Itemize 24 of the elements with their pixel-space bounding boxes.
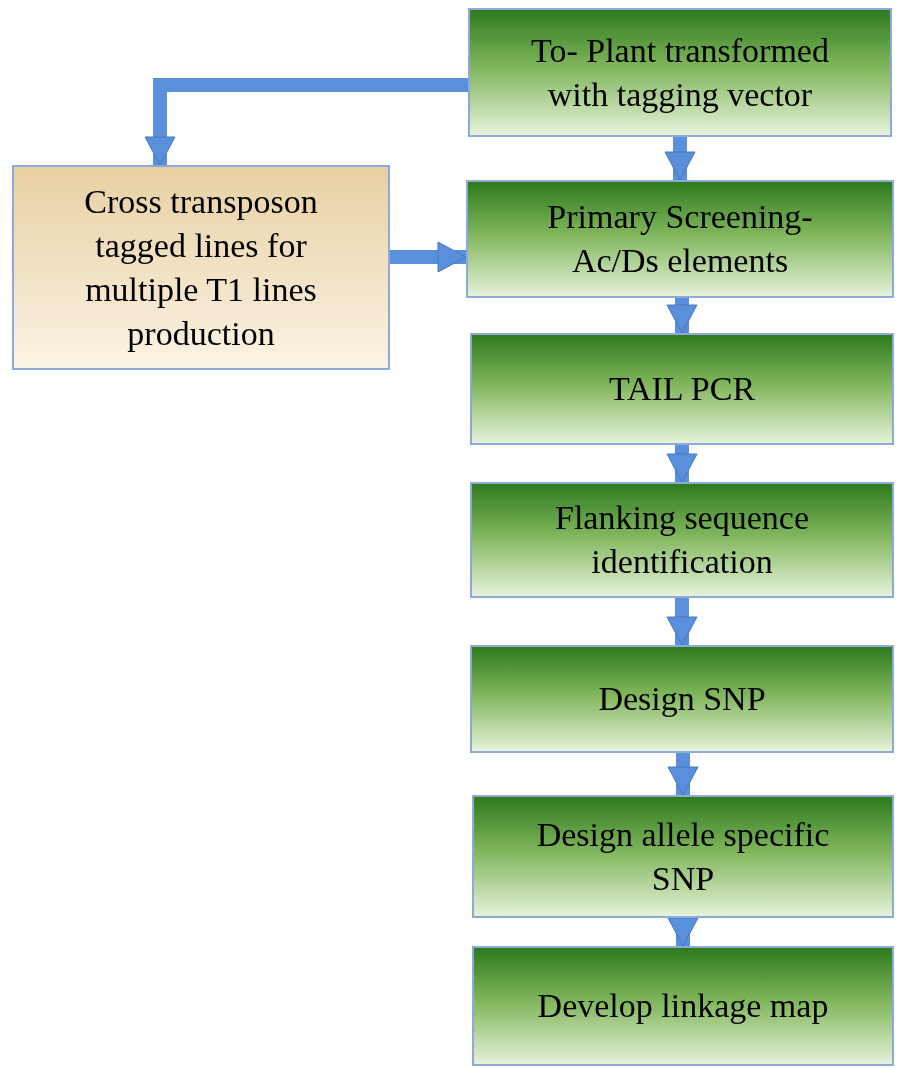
process-box [470,482,894,598]
arrow [666,598,698,646]
process-box [472,795,894,918]
process-box [466,180,894,298]
arrow [390,241,467,273]
box-label: To- Plant transformed with tagging vector [530,30,830,115]
process-box [12,165,390,370]
arrow [666,445,698,483]
process-box [470,645,894,753]
box-label: Flanking sequence identification [554,498,810,582]
box-label: Design allele specific SNP [535,814,831,899]
process-box [468,8,892,137]
arrow [666,298,698,334]
arrow [144,78,468,166]
box-label: TAIL PCR [608,369,756,409]
box-label: Primary Screening- Ac/Ds elements [546,197,814,281]
arrow [667,753,699,796]
arrow [664,137,696,181]
process-box [472,946,894,1066]
box-label: Design SNP [598,679,766,719]
box-label: Develop linkage map [537,986,829,1026]
process-box [470,333,894,445]
arrow [667,917,699,947]
box-label: Cross transposon tagged lines for multiple T1 lines production [83,181,319,354]
